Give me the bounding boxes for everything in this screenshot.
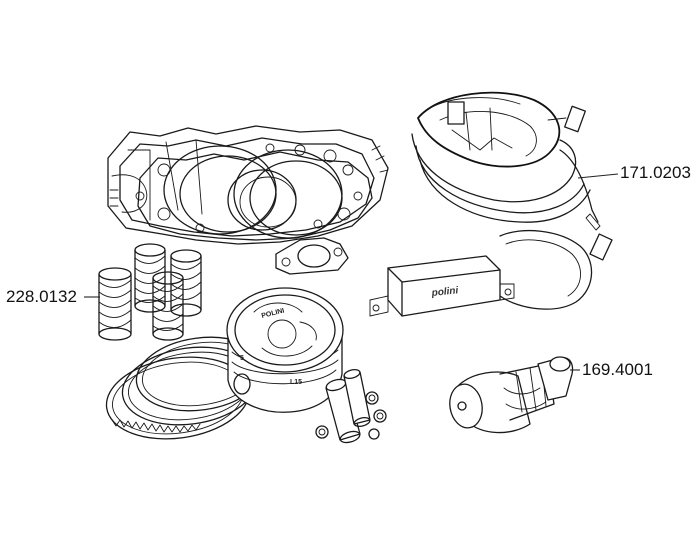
- wrist-pin: [325, 378, 361, 444]
- ecu-control-unit: polini: [369, 255, 515, 317]
- gasket-set: [107, 125, 389, 275]
- part-number-ecu-harness: 171.0203: [620, 163, 691, 182]
- wrist-pin-set: [315, 369, 387, 444]
- circlip-1: [365, 391, 379, 405]
- valve-spring-1: [98, 267, 132, 341]
- valve-springs: [98, 243, 202, 341]
- callout-ecu-harness: 171.0203: [577, 163, 691, 182]
- circlip-2: [373, 409, 387, 423]
- circlip-3: [315, 425, 329, 439]
- wiring-harness: [411, 91, 613, 310]
- piston: POLINI L15 5: [226, 287, 344, 413]
- valve-spring-2: [134, 243, 166, 313]
- valve-spring-3: [152, 271, 184, 341]
- circlip-4: [368, 428, 380, 440]
- ecu-plug: [589, 233, 613, 261]
- part-number-camshaft: 169.4001: [582, 360, 653, 379]
- part-number-springs: 228.0132: [6, 287, 77, 306]
- piston-number-marking: 5: [240, 355, 244, 362]
- camshaft: [449, 356, 574, 434]
- harness-connector-2: [564, 105, 586, 133]
- ecu-brand-marking: polini: [430, 285, 459, 299]
- callout-springs: 228.0132: [6, 287, 100, 306]
- callout-camshaft: 169.4001: [570, 360, 653, 379]
- piston-size-marking: L15: [290, 379, 302, 386]
- harness-connector-1: [447, 101, 465, 125]
- wrist-pin-2: [343, 369, 371, 427]
- leader-line-ecu-harness: [577, 173, 619, 179]
- valve-spring-4: [170, 249, 202, 317]
